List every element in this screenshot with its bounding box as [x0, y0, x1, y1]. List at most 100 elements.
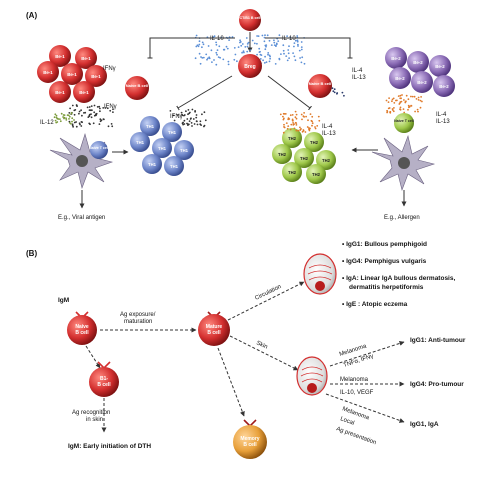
cytokine-dot: [98, 123, 101, 125]
panel-b-label: (B): [26, 249, 37, 258]
cell-body: [49, 81, 71, 103]
cytokine-dot: [199, 120, 202, 123]
cell-body: [75, 47, 97, 69]
cell-body: [85, 65, 107, 87]
cytokine-dot: [291, 119, 294, 122]
cell-label: TH2: [288, 136, 297, 141]
cytokine-dot: [222, 58, 225, 61]
arrow-skin: [229, 335, 299, 371]
melanoma2-label: Melanoma: [340, 377, 369, 383]
cytokine-dot: [417, 96, 420, 99]
cell-label: Be-2: [391, 56, 401, 61]
cytokine-dot: [93, 104, 96, 107]
cytokine-dot: [413, 95, 416, 98]
cytokine-dot: [100, 119, 103, 122]
cytokine-dot: [53, 116, 56, 119]
cytokine-dot: [405, 94, 408, 97]
cytokine-dot: [201, 41, 204, 44]
cytokine-dot: [411, 95, 414, 98]
cell-label: Be-1: [91, 74, 101, 79]
cytokine-dot: [83, 112, 85, 114]
cytokine-dot: [286, 35, 288, 37]
cytokine-dot: [195, 114, 198, 116]
cytokine-dot: [256, 35, 258, 37]
cytokine-dot: [239, 41, 242, 43]
ifn-top-label: IFNγ: [103, 66, 116, 72]
cytokine-dot: [89, 109, 92, 112]
cytokine-dot: [333, 91, 336, 94]
cytokine-dot: [253, 42, 256, 45]
cytokine-dot: [399, 108, 402, 111]
cytokine-dot: [403, 99, 405, 101]
inhibit-be1: [147, 37, 235, 59]
cell-label: TH2: [288, 170, 297, 175]
cytokine-dot: [59, 118, 61, 120]
cytokine-dot: [389, 111, 391, 113]
cytokine-dot: [292, 122, 294, 124]
cytokine-dot: [316, 125, 319, 127]
cytokine-dot: [266, 34, 269, 37]
cytokine-dot: [59, 120, 62, 123]
cytokine-dot: [237, 46, 240, 48]
cytokine-dot: [263, 40, 266, 43]
cd5-b-cell: CT/B1 B cell: [239, 9, 261, 31]
cytokine-dot: [196, 123, 199, 126]
cytokine-dot: [207, 45, 210, 47]
cytokine-dot: [292, 52, 294, 54]
cytokine-dot: [183, 114, 185, 117]
cell-label: TH2: [312, 172, 321, 177]
cytokine-dot: [99, 107, 101, 110]
cytokine-dot: [311, 115, 314, 118]
cytokine-dot: [180, 111, 183, 114]
cell-label: Be-1: [81, 56, 91, 61]
cytokine-dot: [200, 124, 203, 126]
cell-label: TH1: [136, 140, 145, 145]
cytokine-dot: [112, 111, 114, 113]
cytokine-dot: [198, 52, 201, 55]
cytokine-dot: [204, 119, 207, 122]
cytokine-dot: [55, 114, 58, 117]
cytokine-dot: [303, 112, 305, 114]
cytokine-dot: [287, 52, 290, 55]
cytokine-dot: [291, 114, 294, 116]
cell-body: [282, 162, 302, 182]
cytokine-dot: [414, 110, 416, 113]
cytokine-dot: [302, 129, 305, 131]
cytokine-dot: [314, 126, 316, 128]
cytokine-dot: [387, 101, 390, 103]
cytokine-dot: [273, 39, 275, 42]
cytokine-dot: [233, 58, 236, 61]
cytokine-dot: [199, 62, 202, 65]
cell-label: Be-1: [55, 54, 65, 59]
cytokine-dot: [275, 43, 278, 46]
cytokine-dot: [246, 43, 249, 45]
cytokine-dot: [98, 105, 101, 108]
cytokine-dot: [201, 46, 203, 49]
cytokine-dot: [273, 41, 276, 44]
cytokine-dot: [195, 34, 198, 37]
inhibit-th1: [176, 75, 233, 111]
cell-body: [389, 67, 411, 89]
cytokine-dot: [285, 55, 288, 57]
cytokine-dot: [283, 117, 285, 120]
cytokine-dot: [80, 109, 82, 112]
disease-iga-cont: dermatitis herpetiformis: [349, 284, 424, 291]
cell-body: [37, 61, 59, 83]
cytokine-dot: [213, 35, 216, 38]
cytokine-dot: [63, 117, 65, 120]
cytokine-dot: [331, 87, 334, 90]
cytokine-dot: [104, 107, 107, 109]
cytokine-dot: [264, 55, 266, 58]
cytokine-dot: [246, 45, 249, 48]
cytokine-dot: [109, 109, 112, 112]
cytokine-dot: [63, 114, 66, 116]
cytokine-dot: [343, 94, 345, 97]
cytokine-dot: [200, 56, 202, 58]
cytokine-dot: [297, 45, 299, 47]
cytokine-dot: [90, 105, 93, 107]
naive-b-left-label: Naive B cell: [126, 83, 148, 88]
cytokine-dot: [300, 48, 303, 51]
cytokine-dot: [195, 45, 198, 48]
disease-igg4: • IgG4: Pemphigus vulgaris: [342, 258, 427, 265]
